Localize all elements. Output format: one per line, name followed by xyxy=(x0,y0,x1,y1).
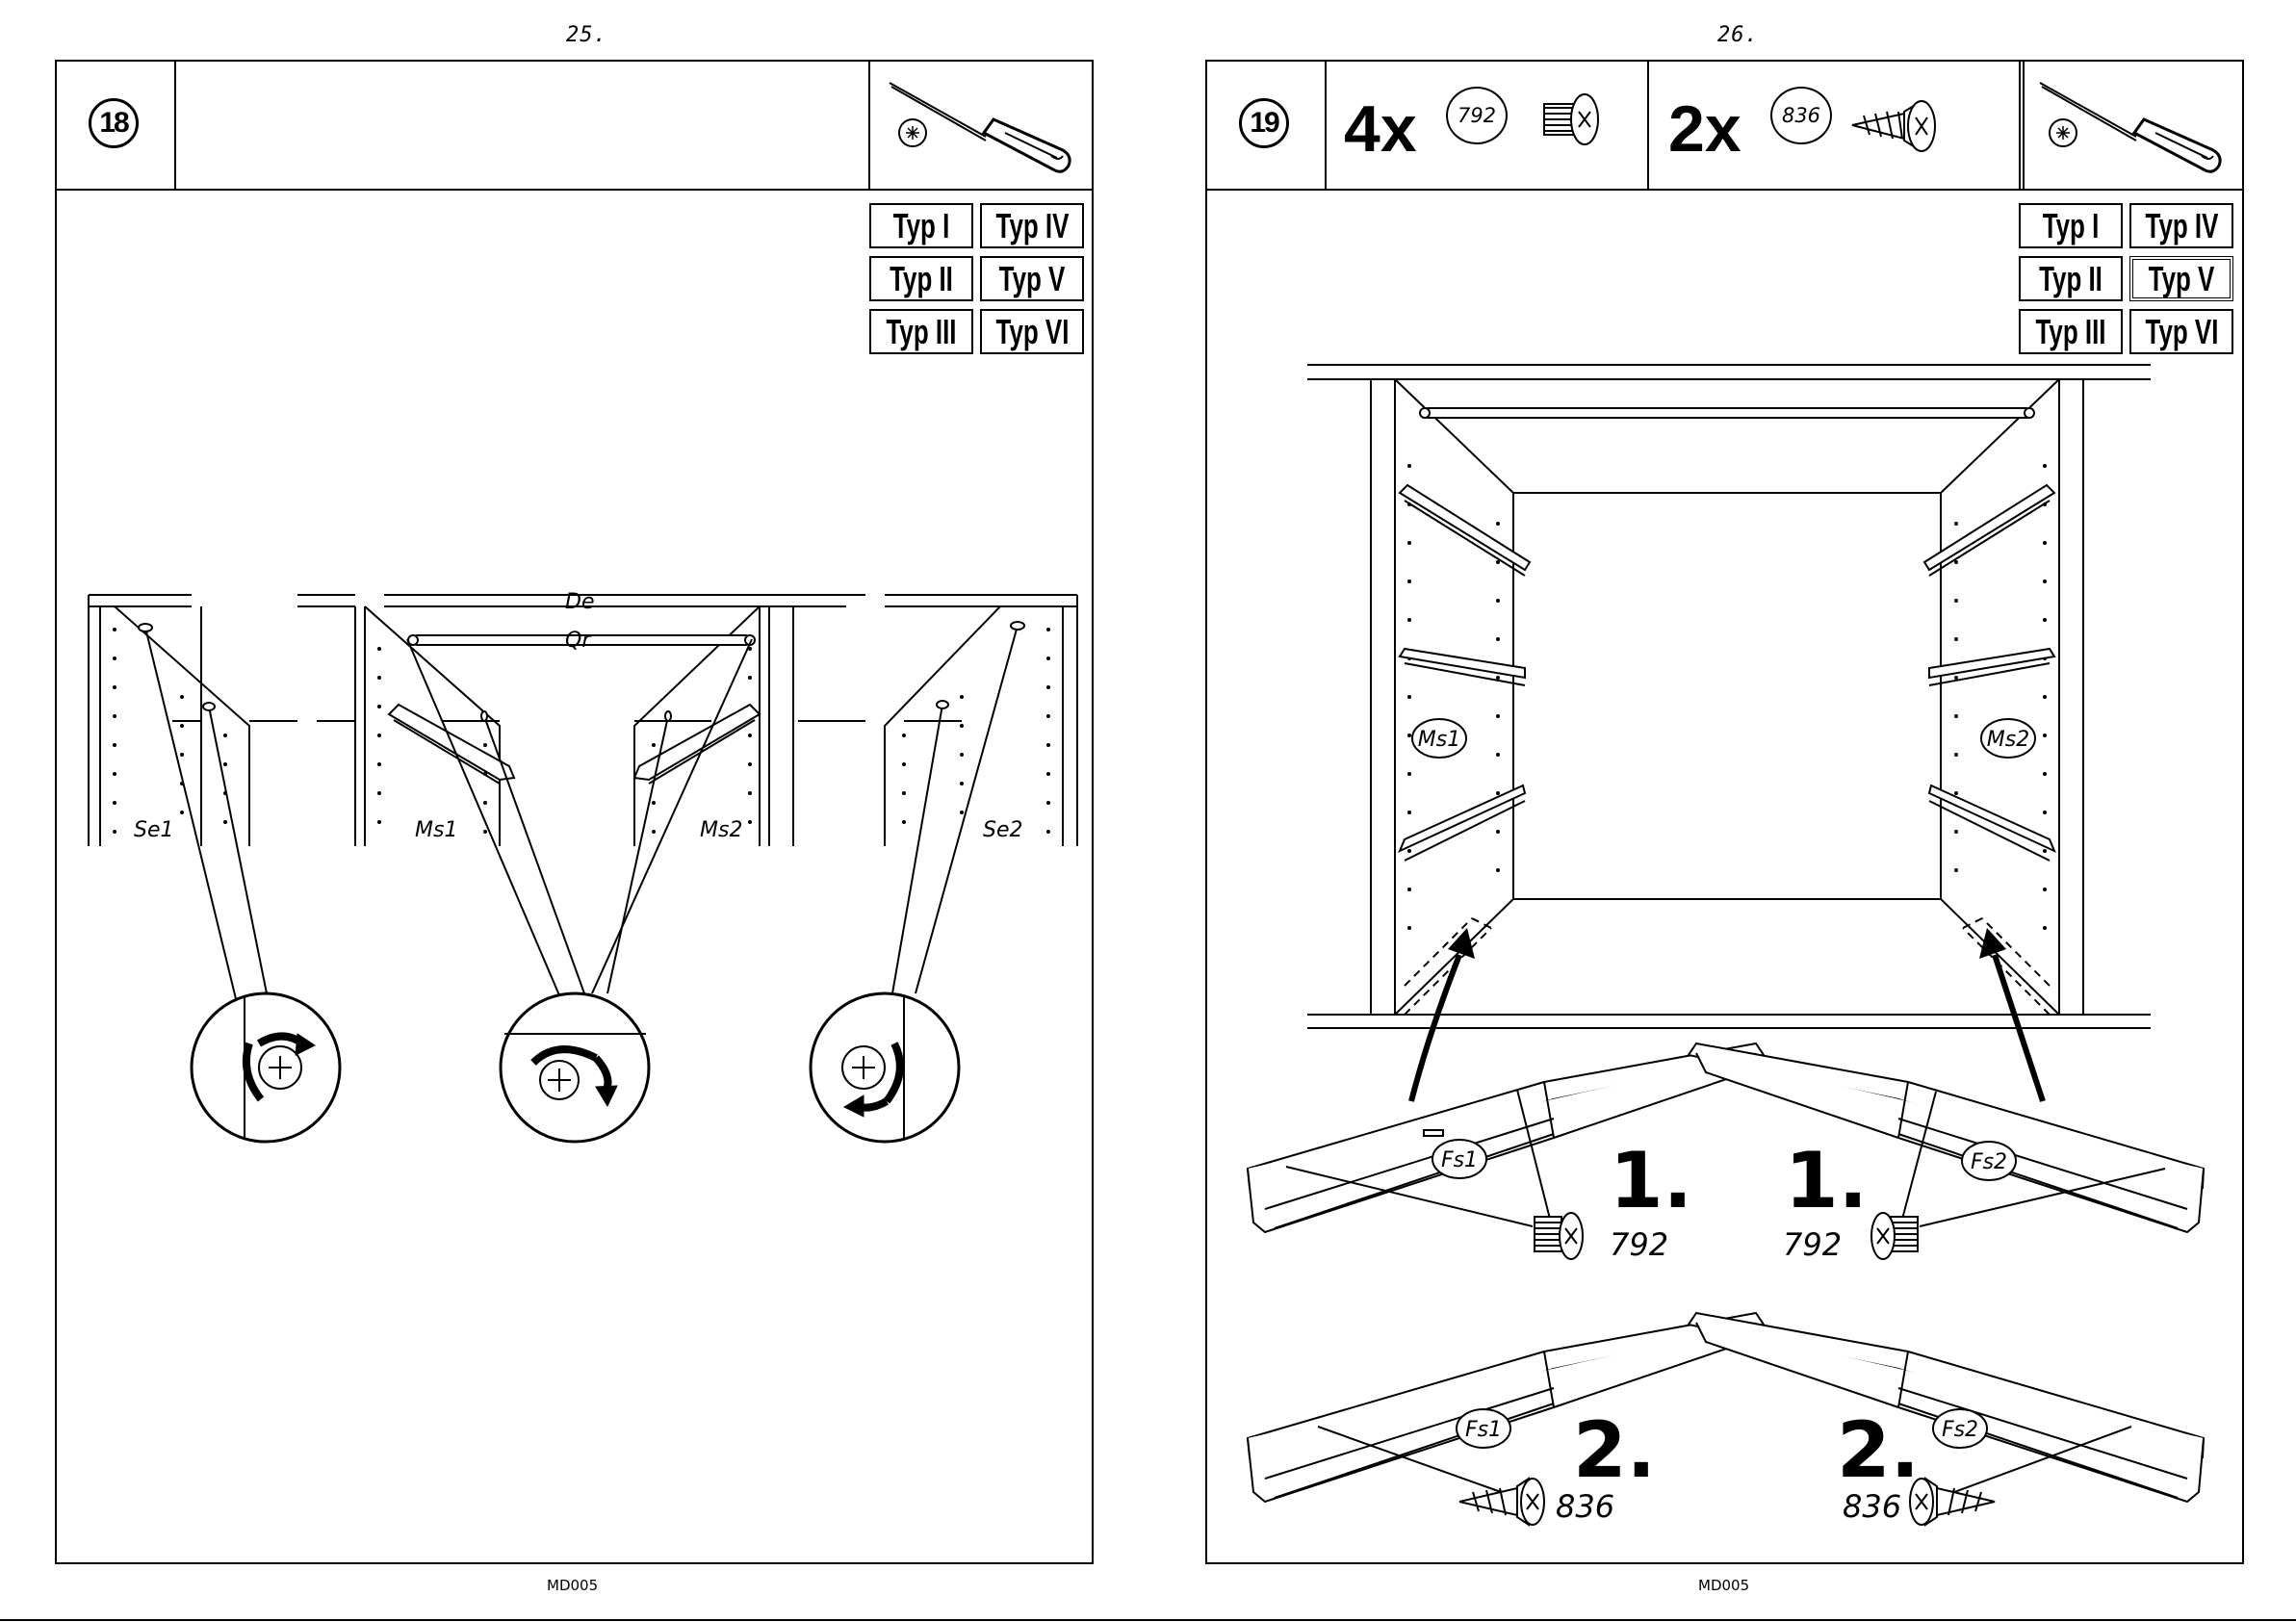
label-ms2: Ms2 xyxy=(700,818,742,842)
screw-number: 792 xyxy=(1783,1226,1842,1263)
screw-number: 836 xyxy=(1556,1488,1614,1525)
hole-columns xyxy=(1407,464,2047,930)
detail-cam-right xyxy=(811,993,959,1142)
runner-step-two-right xyxy=(1689,1313,2204,1502)
label-qr: Qr xyxy=(565,629,592,653)
left-instruction-page: 18 Typ I Typ IV Typ II Typ V Typ III Typ… xyxy=(55,60,1094,1564)
label-fs1: Fs1 xyxy=(1441,1148,1478,1172)
page-number: 25. xyxy=(566,23,607,47)
page-number: 26. xyxy=(1717,23,1759,47)
wood-screw-icon xyxy=(1910,1479,1995,1525)
label-se2: Se2 xyxy=(983,818,1023,842)
arrow-head xyxy=(1448,928,1475,959)
label-ms2: Ms2 xyxy=(1987,728,2029,752)
callout-leaders xyxy=(139,622,1024,1015)
label-ms1: Ms1 xyxy=(415,818,457,842)
sub-step-1: 1. xyxy=(1785,1136,1868,1225)
flat-head-screw-icon xyxy=(1535,1213,1583,1259)
page-bottom-edge xyxy=(0,1619,2296,1621)
sub-step-1: 1. xyxy=(1610,1136,1692,1225)
assembly-illustration-right: Ms1 Ms2 xyxy=(1207,62,2246,1566)
document-code: MD005 xyxy=(547,1577,598,1594)
part-labels: De Qr Se1 Ms1 Ms2 Se2 xyxy=(134,590,1023,842)
hole-rows xyxy=(113,628,1050,834)
detail-cam-left xyxy=(192,993,340,1142)
document-code: MD005 xyxy=(1698,1577,1749,1594)
right-instruction-page: 19 4x 792 2x 836 xyxy=(1205,60,2244,1564)
label-ms1: Ms1 xyxy=(1418,728,1460,752)
label-de: De xyxy=(565,590,594,614)
label-fs2: Fs2 xyxy=(1942,1418,1978,1442)
sub-step-2: 2. xyxy=(1837,1405,1920,1495)
flat-head-screw-icon xyxy=(1871,1213,1918,1259)
label-fs1: Fs1 xyxy=(1465,1418,1502,1442)
mounted-runners xyxy=(1400,485,2054,861)
cabinet xyxy=(1307,365,2151,1028)
runner-step-one-right xyxy=(1689,1043,2204,1232)
screw-number: 836 xyxy=(1843,1488,1901,1525)
label-se1: Se1 xyxy=(134,818,174,842)
detail-circles xyxy=(192,993,959,1142)
arrow-head xyxy=(1979,928,2006,959)
runner-step-two-left xyxy=(1248,1313,1764,1502)
assembly-illustration-left: De Qr Se1 Ms1 Ms2 Se2 xyxy=(57,62,1096,1566)
wood-screw-icon xyxy=(1459,1479,1544,1525)
label-fs2: Fs2 xyxy=(1971,1150,2007,1174)
sub-step-2: 2. xyxy=(1573,1405,1656,1495)
screw-number: 792 xyxy=(1610,1226,1668,1263)
detail-cam-middle xyxy=(501,993,649,1142)
